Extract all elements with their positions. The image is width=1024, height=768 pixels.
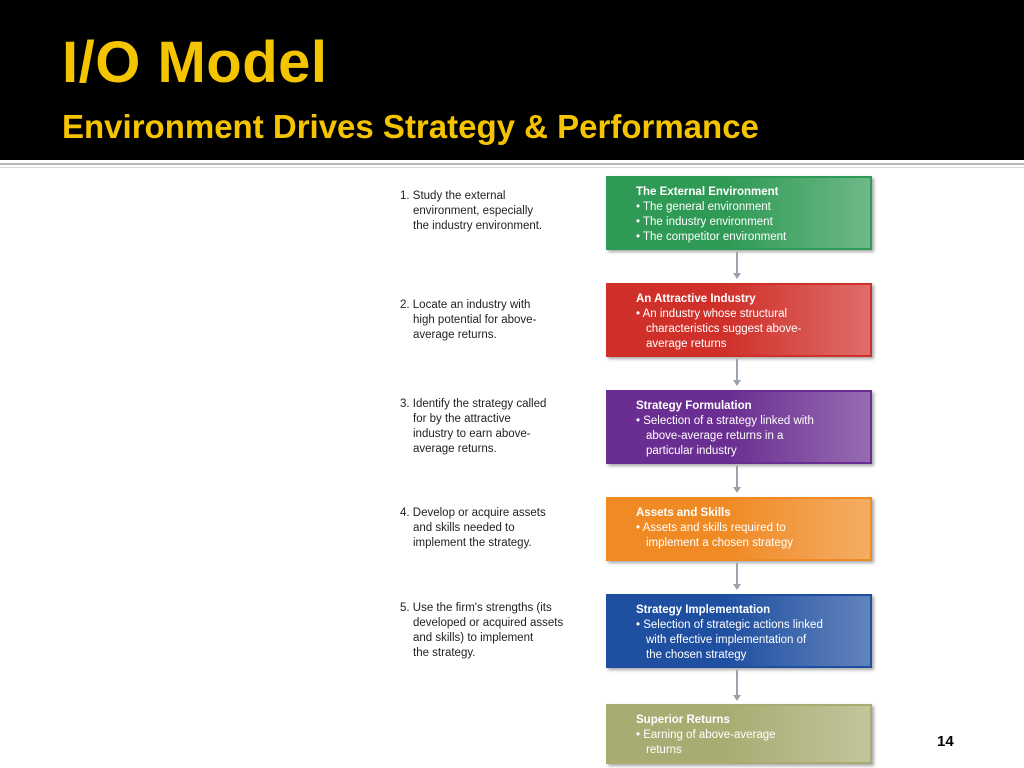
step-line: environment, especially — [413, 205, 534, 217]
step-line: 1. Study the external — [400, 190, 506, 202]
box-bullet: characteristics suggest above- — [646, 323, 802, 335]
header-divider-thin — [0, 167, 1024, 168]
box-title: Strategy Formulation — [636, 400, 752, 412]
box-bullet: with effective implementation of — [646, 634, 807, 646]
step-line: average returns. — [413, 443, 497, 455]
box-bullet: • An industry whose structural — [636, 308, 788, 320]
step-line: 5. Use the firm's strengths (its — [400, 602, 552, 614]
step-line: developed or acquired assets — [413, 617, 564, 629]
box-bullet: • The general environment — [636, 201, 771, 213]
step-line: and skills) to implement — [413, 632, 534, 644]
step-line: industry to earn above- — [413, 428, 531, 440]
box-strategy-implementation: Strategy Implementation • Selection of s… — [606, 594, 872, 668]
box-bullet: • Earning of above-average — [636, 729, 776, 741]
box-bullet: • The industry environment — [636, 216, 773, 228]
box-superior-returns: Superior Returns • Earning of above-aver… — [606, 704, 872, 764]
box-assets-skills: Assets and Skills • Assets and skills re… — [606, 497, 872, 561]
box-title: Superior Returns — [636, 714, 730, 726]
step-line: and skills needed to — [413, 522, 515, 534]
box-attractive-industry: An Attractive Industry • An industry who… — [606, 283, 872, 357]
step-line: high potential for above- — [413, 314, 537, 326]
box-title: Assets and Skills — [636, 507, 731, 519]
box-bullet: above-average returns in a — [646, 430, 784, 442]
slide-header: I/O Model Environment Drives Strategy & … — [0, 0, 1024, 160]
step-line: the strategy. — [413, 647, 476, 659]
step-2-text: 2. Locate an industry with high potentia… — [400, 298, 600, 343]
step-line: implement the strategy. — [413, 537, 532, 549]
page-number: 14 — [937, 733, 954, 750]
box-external-environment: The External Environment • The general e… — [606, 176, 872, 250]
box-title: The External Environment — [636, 186, 779, 198]
box-bullet: • Selection of a strategy linked with — [636, 415, 814, 427]
box-bullet: • Selection of strategic actions linked — [636, 619, 823, 631]
box-bullet: • Assets and skills required to — [636, 522, 786, 534]
box-strategy-formulation: Strategy Formulation • Selection of a st… — [606, 390, 872, 464]
box-bullet: implement a chosen strategy — [646, 537, 794, 549]
header-divider — [0, 163, 1024, 165]
flow-arrow — [733, 252, 741, 279]
flow-arrow — [733, 670, 741, 701]
step-line: 3. Identify the strategy called — [400, 398, 547, 410]
step-3-text: 3. Identify the strategy called for by t… — [400, 397, 600, 457]
step-line: 2. Locate an industry with — [400, 299, 531, 311]
slide-title: I/O Model — [62, 30, 328, 95]
flow-arrow — [733, 466, 741, 493]
step-line: average returns. — [413, 329, 497, 341]
flow-arrow — [733, 563, 741, 590]
box-bullet: • The competitor environment — [636, 231, 787, 243]
box-bullet: the chosen strategy — [646, 649, 747, 661]
box-title: An Attractive Industry — [636, 293, 756, 305]
step-1-text: 1. Study the external environment, espec… — [400, 189, 600, 234]
box-bullet: particular industry — [646, 445, 737, 457]
step-line: for by the attractive — [413, 413, 511, 425]
step-5-text: 5. Use the firm's strengths (its develop… — [400, 601, 600, 661]
flow-arrow — [733, 359, 741, 386]
slide-subtitle: Environment Drives Strategy & Performanc… — [62, 108, 759, 145]
box-bullet: average returns — [646, 338, 727, 350]
box-bullet: returns — [646, 744, 682, 756]
step-line: 4. Develop or acquire assets — [400, 507, 546, 519]
step-4-text: 4. Develop or acquire assets and skills … — [400, 506, 600, 551]
step-line: the industry environment. — [413, 220, 543, 232]
box-title: Strategy Implementation — [636, 604, 771, 616]
